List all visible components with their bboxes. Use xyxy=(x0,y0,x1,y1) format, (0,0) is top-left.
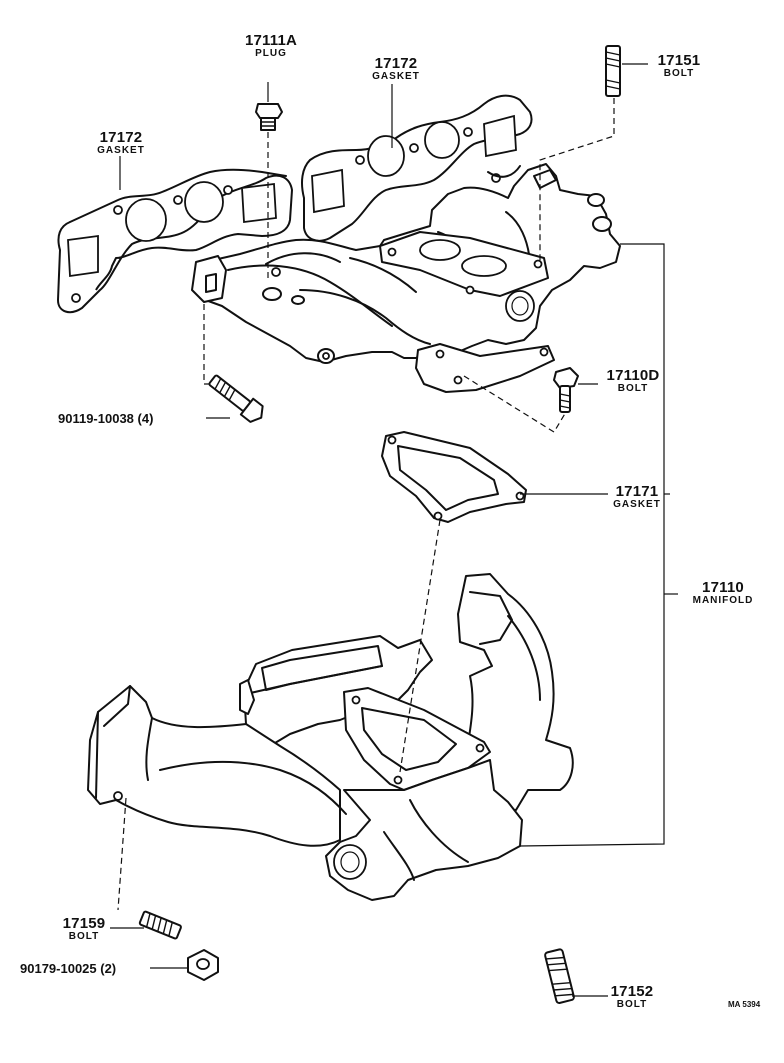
upper-gasket-17172 xyxy=(301,94,533,242)
label-17110: 17110 MANIFOLD xyxy=(676,580,770,606)
stud-17159 xyxy=(138,910,182,940)
bolt-90119-10038 xyxy=(208,374,264,423)
part-name: BOLT xyxy=(617,383,649,394)
label-17151: 17151 BOLT xyxy=(646,53,712,79)
label-17172-left: 17172 GASKET xyxy=(86,130,156,156)
part-number: 17111A xyxy=(244,32,298,49)
stud-17152 xyxy=(544,948,575,1004)
part-number: 17171 xyxy=(615,483,659,500)
part-name: BOLT xyxy=(616,999,648,1010)
nut-90179-10025 xyxy=(187,949,219,981)
part-number: 17151 xyxy=(657,52,701,69)
label-90119-10038: 90119-10038 (4) xyxy=(58,411,154,426)
stud-17151 xyxy=(605,45,621,97)
gasket-17171 xyxy=(381,431,527,523)
label-17172-upper: 17172 GASKET xyxy=(361,56,431,82)
label-17111a: 17111A PLUG xyxy=(236,33,306,59)
exhaust-manifold xyxy=(87,573,574,901)
label-17171: 17171 GASKET xyxy=(604,484,670,510)
part-number: 17159 xyxy=(62,915,106,932)
part-name: BOLT xyxy=(663,68,695,79)
assembly-lines xyxy=(117,98,615,911)
label-90179-10025: 90179-10025 (2) xyxy=(20,961,117,976)
label-17110d: 17110D BOLT xyxy=(597,368,669,394)
part-name: PLUG xyxy=(255,48,287,59)
part-number: 17152 xyxy=(610,983,654,1000)
part-number: 17172 xyxy=(99,129,143,146)
part-number: 17110D xyxy=(606,367,660,384)
part-name: BOLT xyxy=(68,931,100,942)
part-number: 17110 xyxy=(702,579,744,596)
part-number: 17172 xyxy=(374,55,418,72)
part-name: GASKET xyxy=(372,71,420,82)
plug-17111a xyxy=(255,103,283,131)
part-name: GASKET xyxy=(613,499,661,510)
drawing-code: MA 5394 xyxy=(728,1000,761,1009)
part-name: MANIFOLD xyxy=(692,595,754,606)
label-17159: 17159 BOLT xyxy=(56,916,112,942)
bolt-17110d xyxy=(553,367,579,413)
part-name: GASKET xyxy=(97,145,145,156)
label-17152: 17152 BOLT xyxy=(604,984,660,1010)
intake-manifold xyxy=(191,163,621,393)
leader-lines xyxy=(110,63,678,997)
